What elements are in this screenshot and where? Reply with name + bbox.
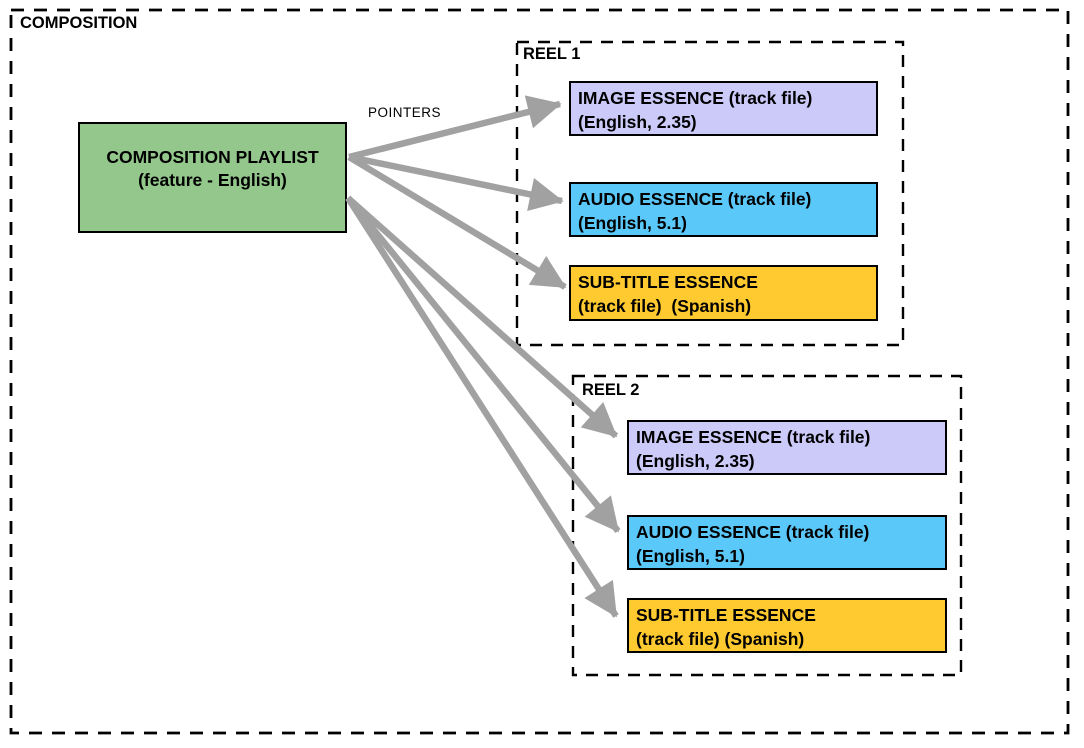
reel1-audio-essence-box: AUDIO ESSENCE (track file) (English, 5.1… — [569, 182, 878, 248]
composition-playlist-box: COMPOSITION PLAYLIST (feature - English) — [78, 122, 356, 245]
reel2-image-essence-box: IMAGE ESSENCE (track file) (English, 2.3… — [627, 420, 947, 486]
pointer-arrow-reel2-audio — [345, 195, 621, 534]
essence-title: AUDIO ESSENCE (track file) — [578, 189, 812, 209]
essence-subtitle: (English, 5.1) — [578, 213, 687, 233]
essence-title: AUDIO ESSENCE (track file) — [636, 522, 870, 542]
essence-title: IMAGE ESSENCE (track file) — [578, 88, 813, 108]
composition-playlist-title: COMPOSITION PLAYLIST — [106, 147, 319, 167]
essence-title: SUB-TITLE ESSENCE — [578, 272, 758, 292]
essence-subtitle: (English, 2.35) — [636, 451, 755, 471]
essence-title: IMAGE ESSENCE (track file) — [636, 427, 871, 447]
reel2-audio-essence-box: AUDIO ESSENCE (track file) (English, 5.1… — [627, 515, 947, 581]
essence-title: SUB-TITLE ESSENCE — [636, 605, 816, 625]
essence-subtitle: (track file) (Spanish) — [578, 296, 752, 316]
pointer-arrow-reel1-subtitle — [347, 154, 567, 290]
reel1-label: REEL 1 — [523, 45, 581, 63]
essence-subtitle: (English, 2.35) — [578, 112, 697, 132]
essence-subtitle: (English, 5.1) — [636, 546, 745, 566]
pointer-arrow-reel1-audio — [348, 153, 564, 212]
pointers-label: POINTERS — [368, 105, 442, 120]
composition-label: COMPOSITION — [20, 14, 138, 32]
essence-subtitle: (track file) (Spanish) — [636, 629, 805, 649]
reel2-subtitle-essence-box: SUB-TITLE ESSENCE (track file) (Spanish) — [627, 598, 947, 664]
reel1-image-essence-box: IMAGE ESSENCE (track file) (English, 2.3… — [569, 81, 878, 147]
composition-playlist-subtitle: (feature - English) — [138, 170, 287, 190]
reel1-subtitle-essence-box: SUB-TITLE ESSENCE (track file) (Spanish) — [569, 265, 878, 332]
reel2-label: REEL 2 — [582, 381, 640, 399]
pointer-arrow-reel2-subtitle — [345, 196, 619, 618]
